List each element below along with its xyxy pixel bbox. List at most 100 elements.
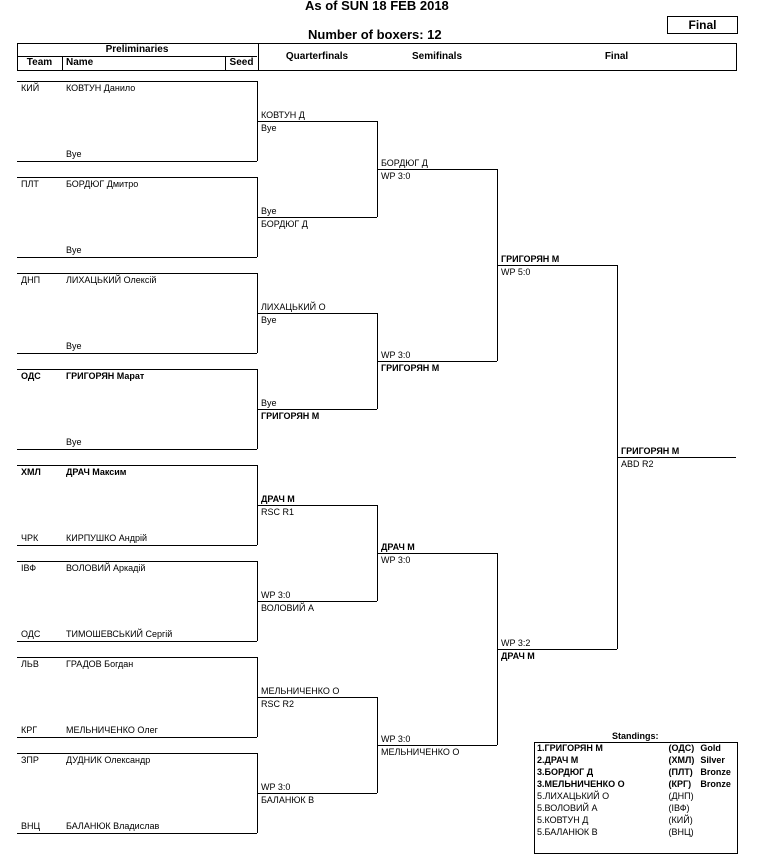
standings-medal: Silver bbox=[700, 755, 725, 765]
standings-row: 5.ВОЛОВИЙ А(ІВФ) bbox=[534, 802, 734, 814]
quarterfinal-name: ВОЛОВИЙ А bbox=[261, 603, 314, 613]
quarterfinal-line bbox=[257, 601, 377, 602]
prelim-name: БОРДЮГ Дмитро bbox=[66, 179, 139, 189]
prelim-header-box bbox=[17, 43, 259, 71]
standings-team: (КИЙ) bbox=[668, 815, 693, 825]
final-header: Final bbox=[604, 51, 629, 62]
quarterfinal-result: RSC R1 bbox=[261, 507, 295, 517]
prelim-line bbox=[17, 161, 257, 162]
standings-row: 3.МЕЛЬНИЧЕНКО О(КРГ)Bronze bbox=[534, 778, 734, 790]
preliminaries-header: Preliminaries bbox=[105, 44, 169, 55]
standings-medal bbox=[697, 826, 734, 838]
champion-line bbox=[617, 457, 736, 458]
prelim-line bbox=[17, 657, 257, 658]
prelim-line bbox=[17, 449, 257, 450]
quarterfinal-name: БОРДЮГ Д bbox=[261, 219, 308, 229]
standings-name: БОРДЮГ Д bbox=[544, 767, 594, 777]
prelim-team: ПЛТ bbox=[21, 179, 39, 189]
prelim-team: ДНП bbox=[21, 275, 41, 285]
semifinal-name: ГРИГОРЯН М bbox=[381, 363, 440, 373]
standings-title: Standings: bbox=[612, 731, 659, 741]
name-column-header: Name bbox=[66, 57, 94, 68]
quarterfinal-result: Bye bbox=[261, 398, 277, 408]
quarterfinal-result: Bye bbox=[261, 315, 277, 325]
standings-name: ВОЛОВИЙ А bbox=[544, 803, 598, 813]
prelim-name: Bye bbox=[66, 437, 82, 447]
semifinal-name: МЕЛЬНИЧЕНКО О bbox=[381, 747, 460, 757]
prelim-team: ІВФ bbox=[21, 563, 37, 573]
quarterfinal-result: Bye bbox=[261, 206, 277, 216]
standings-row: 5.КОВТУН Д (КИЙ) bbox=[534, 814, 734, 826]
standings-name: ДРАЧ М bbox=[544, 755, 579, 765]
standings-name: ЛИХАЦЬКИЙ О bbox=[544, 791, 610, 801]
prelim-name: МЕЛЬНИЧЕНКО Олег bbox=[66, 725, 158, 735]
prelim-team: КИЙ bbox=[21, 83, 40, 93]
standings-row: 3.БОРДЮГ Д(ПЛТ)Bronze bbox=[534, 766, 734, 778]
prelim-team: ВНЦ bbox=[21, 821, 41, 831]
standings-place: 5. bbox=[537, 815, 545, 825]
standings-name: БАЛАНЮК В bbox=[544, 827, 598, 837]
final-result: WP 3:2 bbox=[501, 638, 531, 648]
standings-name: МЕЛЬНИЧЕНКО О bbox=[544, 779, 625, 789]
standings-name: КОВТУН Д bbox=[544, 815, 589, 825]
prelim-name: БАЛАНЮК Владислав bbox=[66, 821, 160, 831]
prelim-name: Bye bbox=[66, 149, 82, 159]
standings-medal bbox=[697, 814, 734, 826]
semifinal-result: WP 3:0 bbox=[381, 171, 411, 181]
quarterfinal-name: ЛИХАЦЬКИЙ О bbox=[261, 302, 326, 312]
prelim-line bbox=[17, 177, 257, 178]
standings-name: ГРИГОРЯН М bbox=[544, 743, 603, 753]
prelim-line bbox=[17, 257, 257, 258]
quarterfinal-line bbox=[257, 313, 377, 314]
standings-place: 5. bbox=[537, 791, 545, 801]
final-name: ГРИГОРЯН М bbox=[501, 254, 560, 264]
prelim-line bbox=[17, 353, 257, 354]
standings-medal: Bronze bbox=[700, 767, 731, 777]
semifinal-name: ДРАЧ М bbox=[381, 542, 415, 552]
quarterfinal-name: ГРИГОРЯН М bbox=[261, 411, 320, 421]
standings-place: 1. bbox=[537, 743, 545, 753]
quarterfinals-header: Quarterfinals bbox=[285, 51, 349, 62]
prelim-name: ГРИГОРЯН Марат bbox=[66, 371, 145, 381]
standings-place: 5. bbox=[537, 803, 545, 813]
prelim-team: ХМЛ bbox=[21, 467, 41, 477]
quarterfinal-line bbox=[257, 505, 377, 506]
quarterfinal-line bbox=[257, 697, 377, 698]
standings-medal bbox=[697, 790, 734, 802]
standings-team: (ОДС) bbox=[668, 743, 695, 753]
standings-team: (ДНП) bbox=[668, 791, 694, 801]
final-line bbox=[497, 649, 617, 650]
standings-row: 5.ЛИХАЦЬКИЙ О (ДНП) bbox=[534, 790, 734, 802]
prelim-team: ОДС bbox=[21, 371, 41, 381]
prelim-name: ВОЛОВИЙ Аркадій bbox=[66, 563, 146, 573]
standings-row: 1.ГРИГОРЯН М(ОДС)Gold bbox=[534, 742, 734, 754]
semifinal-line bbox=[377, 361, 497, 362]
prelim-line bbox=[17, 561, 257, 562]
prelim-line bbox=[17, 465, 257, 466]
standings-team: (ПЛТ) bbox=[668, 767, 693, 777]
final-result: WP 5:0 bbox=[501, 267, 531, 277]
quarterfinal-result: Bye bbox=[261, 123, 277, 133]
standings-place: 2. bbox=[537, 755, 545, 765]
quarterfinal-line bbox=[257, 409, 377, 410]
prelim-name: Bye bbox=[66, 245, 82, 255]
standings-row: 2.ДРАЧ М(ХМЛ)Silver bbox=[534, 754, 734, 766]
quarterfinal-line bbox=[257, 121, 377, 122]
prelim-name: КОВТУН Данило bbox=[66, 83, 136, 93]
prelim-name: ДРАЧ Максим bbox=[66, 467, 127, 477]
standings-place: 5. bbox=[537, 827, 545, 837]
quarterfinal-line bbox=[257, 793, 377, 794]
prelim-name: Bye bbox=[66, 341, 82, 351]
final-badge: Final bbox=[667, 16, 738, 34]
final-name: ДРАЧ М bbox=[501, 651, 535, 661]
semifinal-line bbox=[377, 169, 497, 170]
semifinal-result: WP 3:0 bbox=[381, 734, 411, 744]
prelim-team: ЛЬВ bbox=[21, 659, 39, 669]
semifinal-line bbox=[377, 553, 497, 554]
as-of-date: As of SUN 18 FEB 2018 bbox=[305, 0, 449, 13]
prelim-name: КИРПУШКО Андрій bbox=[66, 533, 148, 543]
prelim-line bbox=[17, 545, 257, 546]
semifinal-name: БОРДЮГ Д bbox=[381, 158, 428, 168]
champion-result: ABD R2 bbox=[621, 459, 654, 469]
